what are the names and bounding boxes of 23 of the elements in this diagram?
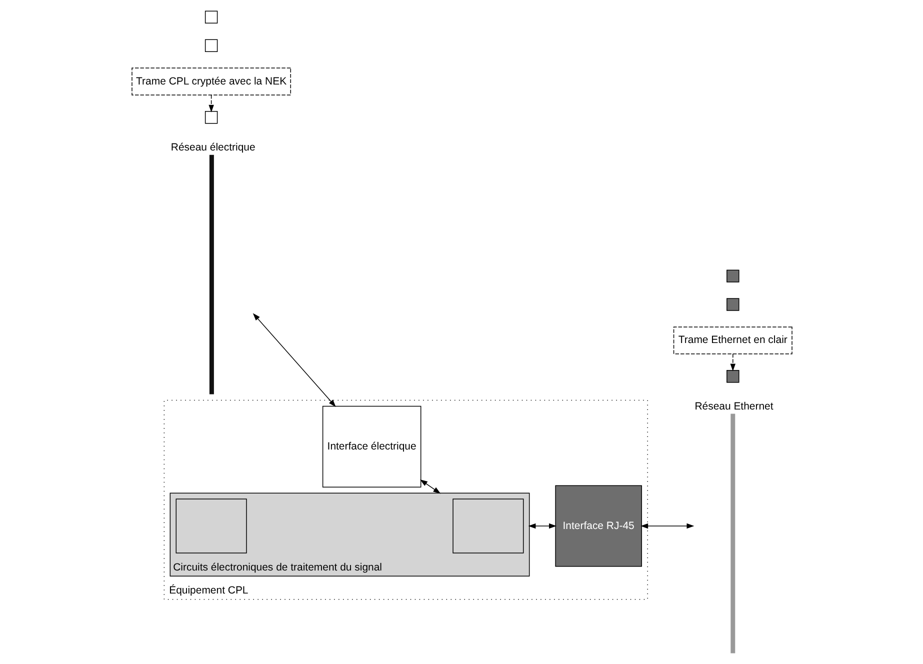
node-box	[175, 498, 246, 554]
node-box	[204, 10, 218, 24]
node-label: Réseau Ethernet	[694, 401, 773, 412]
node-box: Interface RJ-45	[554, 485, 642, 567]
cluster: Circuits électroniques de traitement du signal	[169, 492, 530, 577]
arrow	[420, 479, 440, 494]
node-box: Trame Ethernet en clair	[672, 326, 792, 354]
node-box: Trame CPL cryptée avec la NEK	[131, 68, 290, 96]
node-box	[208, 154, 214, 394]
node-box	[726, 270, 739, 282]
node-box	[726, 370, 739, 383]
arrow	[640, 523, 694, 529]
node-box	[204, 111, 218, 124]
node-box	[204, 39, 218, 52]
arrow	[528, 523, 556, 529]
node-label: Réseau électrique	[170, 142, 255, 154]
arrow	[252, 313, 336, 407]
arrow	[208, 94, 214, 112]
arrow	[730, 354, 736, 372]
node-box	[730, 414, 735, 654]
node-box	[726, 298, 739, 311]
node-box	[452, 498, 524, 554]
node-box: Interface électrique	[322, 406, 421, 488]
